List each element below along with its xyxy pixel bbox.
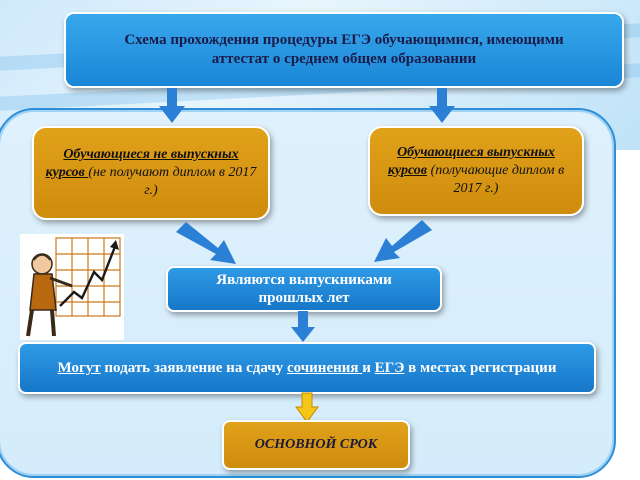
diagram-title: Схема прохождения процедуры ЕГЭ обучающи…: [64, 12, 624, 88]
graduating-label: Обучающиеся выпускных курсов: [387, 145, 555, 178]
application-word-essay: сочинения: [286, 360, 363, 376]
application-text-1: подать заявление на сдачу: [100, 360, 287, 376]
non-graduating-note: (не получают диплом в 2017 г.): [88, 165, 257, 198]
non-graduating-label: Обучающиеся не выпускных курсов: [45, 147, 239, 180]
title-line-1: Схема прохождения процедуры ЕГЭ обучающи…: [124, 32, 564, 48]
arrow-down-yellow: [295, 392, 319, 423]
arrow-down-left: [159, 88, 185, 123]
arrow-diagonal-left: [176, 222, 236, 264]
graduating-note: (получающие диплом в 2017 г.): [427, 163, 565, 196]
application-word-ege: ЕГЭ: [374, 360, 405, 376]
arrow-down-center: [291, 311, 315, 342]
former-graduates-line-1: Являются выпускниками: [216, 272, 392, 288]
application-box: Могут подать заявление на сдачу сочинени…: [18, 342, 596, 394]
main-period-label: ОСНОВНОЙ СРОК: [254, 437, 378, 452]
arrow-diagonal-right: [374, 220, 432, 262]
non-graduating-students-box: Обучающиеся не выпускных курсов (не полу…: [32, 126, 270, 220]
graduating-students-box: Обучающиеся выпускных курсов (получающие…: [368, 126, 584, 216]
application-text-2: в местах регистрации: [404, 360, 557, 376]
former-graduates-line-2: прошлых лет: [258, 290, 350, 306]
main-period-box: ОСНОВНОЙ СРОК: [222, 420, 410, 470]
application-word-can: Могут: [57, 360, 101, 376]
former-graduates-box: Являются выпускниками прошлых лет: [166, 266, 442, 312]
presenter-chart-illustration: [20, 234, 124, 340]
arrow-down-right: [429, 88, 455, 123]
application-word-and: и: [362, 360, 375, 376]
title-line-2: аттестат о среднем общем образовании: [211, 51, 477, 67]
